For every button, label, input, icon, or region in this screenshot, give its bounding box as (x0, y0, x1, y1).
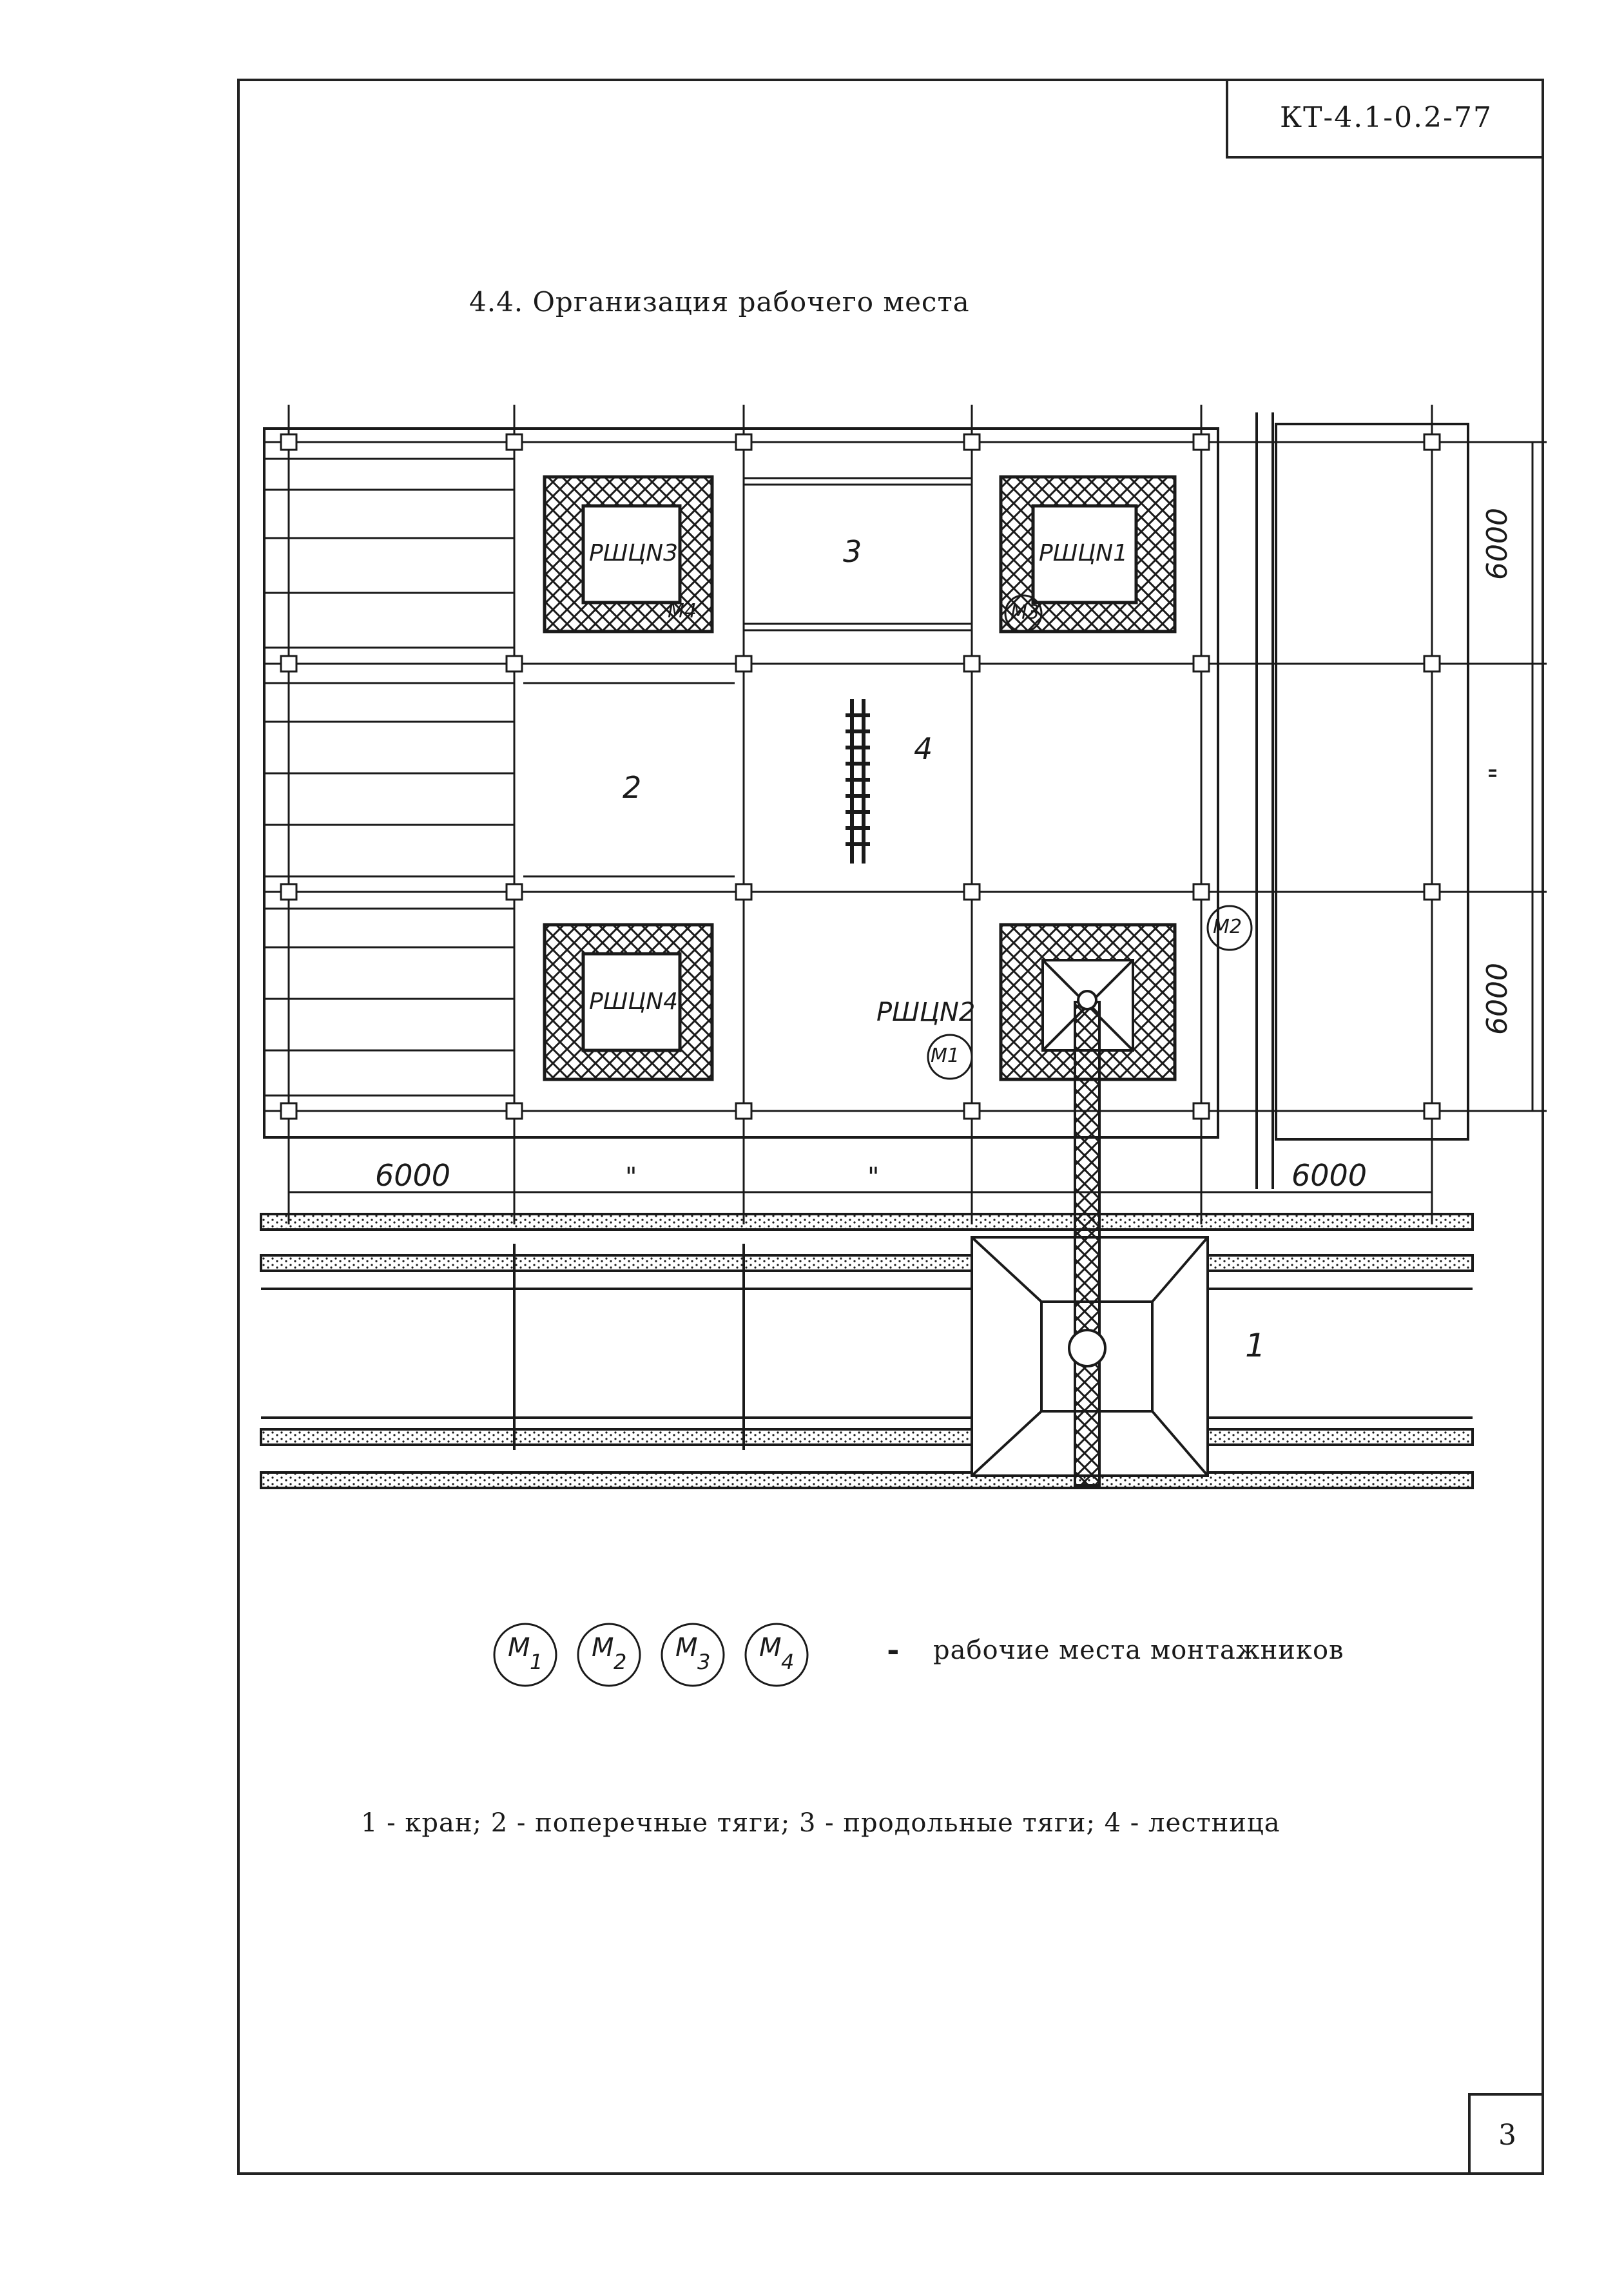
svg-text:M: M (508, 1633, 530, 1663)
column-markers (280, 433, 1441, 1120)
crane (971, 990, 1209, 1487)
section-title: 4.4. Организация рабочего места (469, 286, 970, 318)
dim-bottom-2: " (625, 1163, 637, 1192)
block-rshts-1 (999, 475, 1177, 633)
legend-worker-4: M 4 (744, 1623, 809, 1687)
svg-text:M: M (675, 1633, 698, 1663)
crane-runway (260, 1213, 1474, 1489)
dim-bottom-3: " (867, 1163, 879, 1192)
label-rshts-1: РШЦN1 (1039, 540, 1128, 566)
worker-m4: M4 (668, 600, 697, 623)
column-grid (264, 405, 1547, 1224)
svg-text:M: M (759, 1633, 782, 1663)
dimension-lines (289, 442, 1534, 1193)
label-rshts-2: РШЦN2 (876, 998, 975, 1027)
key-caption: 1 - кран; 2 - поперечные тяги; 3 - продо… (361, 1808, 1281, 1838)
dim-right-bottom: 6000 (1481, 963, 1514, 1035)
dim-right-top: 6000 (1481, 508, 1514, 580)
dim-right-mid: " (1484, 767, 1516, 780)
callout-2: 2 (623, 770, 641, 805)
legend-worker-1: M 1 (493, 1623, 557, 1687)
dim-bottom-4: 6000 (1291, 1158, 1367, 1193)
svg-text:1: 1 (530, 1650, 543, 1674)
plan-labels: РШЦN3 РШЦN1 РШЦN4 РШЦN2 3 2 4 1 M4 M3 M2… (375, 508, 1516, 1364)
svg-text:4: 4 (781, 1650, 794, 1674)
document-code: КТ-4.1-0.2-77 (1226, 79, 1544, 159)
block-rshts-3 (543, 475, 714, 633)
callout-4: 4 (914, 731, 933, 766)
label-rshts-4: РШЦN4 (589, 989, 678, 1015)
block-rshts-4 (543, 923, 714, 1081)
legend-worker-2: M 2 (577, 1623, 641, 1687)
worker-legend: M 1 M 2 M 3 M 4 (493, 1623, 809, 1687)
worker-circles (927, 594, 1253, 1080)
svg-text:M: M (592, 1633, 614, 1663)
legend-worker-3: M 3 (661, 1623, 725, 1687)
worker-m3: M3 (1010, 601, 1039, 624)
secondary-beams (264, 458, 972, 1097)
svg-text:3: 3 (697, 1650, 710, 1674)
dim-bottom-1: 6000 (375, 1158, 450, 1193)
legend-dash: - (884, 1633, 902, 1668)
callout-3: 3 (843, 534, 862, 569)
label-rshts-3: РШЦN3 (589, 540, 678, 566)
drawing-frame (237, 79, 1544, 2175)
page-number: 3 (1468, 2093, 1544, 2175)
worker-m2: M2 (1213, 916, 1242, 938)
ladder (846, 699, 870, 864)
worker-m1: M1 (931, 1045, 960, 1067)
legend-caption: рабочие места монтажников (933, 1636, 1344, 1665)
building-outline (263, 412, 1469, 1189)
svg-text:2: 2 (614, 1650, 626, 1674)
callout-1: 1 (1245, 1327, 1266, 1364)
